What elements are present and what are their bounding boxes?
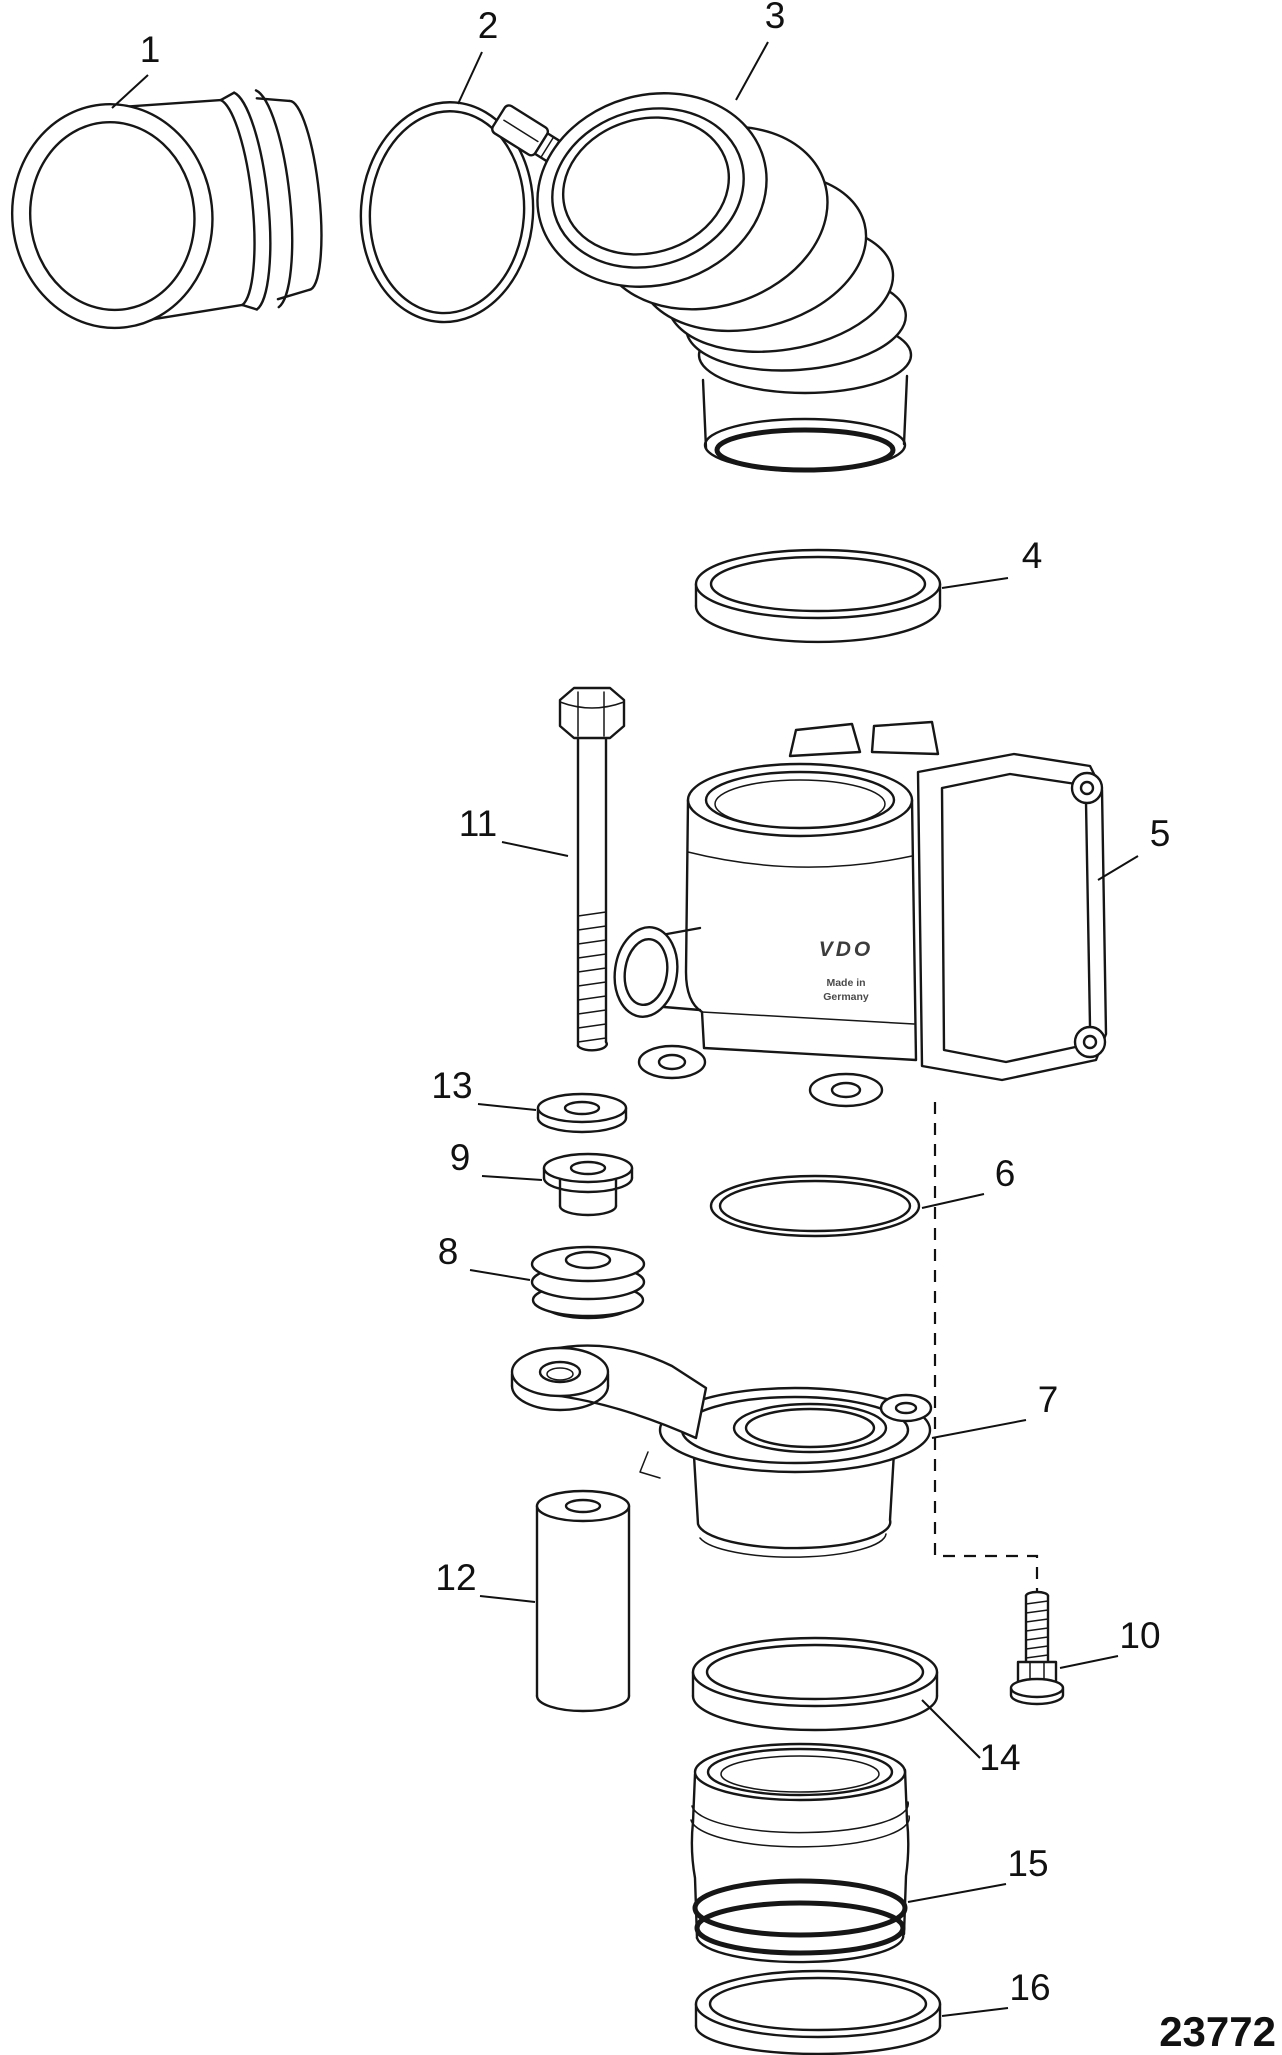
callout-15-label: 15 [1007,1843,1048,1884]
callout-7-label: 7 [1038,1379,1059,1420]
callout-6-label: 6 [995,1153,1016,1194]
part-13-flat-washer [536,1092,628,1134]
part-1-hose-sleeve [10,89,323,330]
callout-15-leader [907,1883,1007,1903]
callout-6-leader [921,1193,985,1209]
callout-9-leader [481,1175,543,1181]
callout-8-leader [469,1269,531,1281]
part-5-throttle-body: VDO Made in Germany [613,720,1108,1108]
callout-11-leader [501,841,569,857]
clamp-screw-housing [491,104,561,163]
callout-1-leader [111,74,149,109]
part-2-hose-clamp [359,101,561,324]
callout-5-label: 5 [1150,813,1171,854]
callout-10-label: 10 [1119,1615,1160,1656]
callout-3-leader [735,41,769,101]
part-3-bellows-boot [536,92,913,473]
part-8-isolator-grommet [530,1245,646,1320]
callout-11-label: 11 [459,803,497,844]
throttle-body-origin-marking-line1: Made in [826,977,865,989]
part-11-hex-bolt [558,686,626,1052]
callout-4-label: 4 [1022,535,1043,576]
callout-5-leader [1097,855,1139,881]
alignment-dashed-line [933,1102,1039,1592]
throttle-body-origin-marking-line2: Germany [823,991,869,1003]
part-7-adapter-bracket [510,1344,933,1558]
part-4-seal-ring [694,548,942,644]
callout-1-label: 1 [140,29,161,70]
part-12-spacer-tube [535,1489,631,1713]
callout-8-label: 8 [438,1231,459,1272]
callout-12-label: 12 [435,1557,476,1598]
callout-2-leader [457,51,483,105]
callout-13-leader [477,1103,537,1111]
callout-7-leader [931,1419,1027,1439]
part-9-flanged-bushing [542,1152,634,1217]
callout-3-label: 3 [765,0,786,36]
callout-2-label: 2 [478,5,499,46]
part-15-sleeve-hose [690,1742,911,1964]
throttle-body-brand-marking: VDO [819,938,874,961]
callout-12-leader [479,1595,536,1603]
callout-9-label: 9 [450,1137,471,1178]
part-10-flange-bolt [1009,1590,1065,1706]
callout-16-label: 16 [1009,1967,1050,2008]
part-16-seal-ring [694,1969,942,2055]
callout-14-label: 14 [979,1737,1020,1778]
part-14-seal-ring [691,1636,939,1732]
callout-14-leader [921,1699,981,1759]
callout-10-leader [1059,1655,1119,1669]
callout-16-leader [941,2007,1009,2017]
drawing-number: 23772 [1159,2008,1276,2055]
callout-4-leader [941,577,1009,589]
part-6-o-ring [709,1174,921,1238]
callout-13-label: 13 [431,1065,472,1106]
